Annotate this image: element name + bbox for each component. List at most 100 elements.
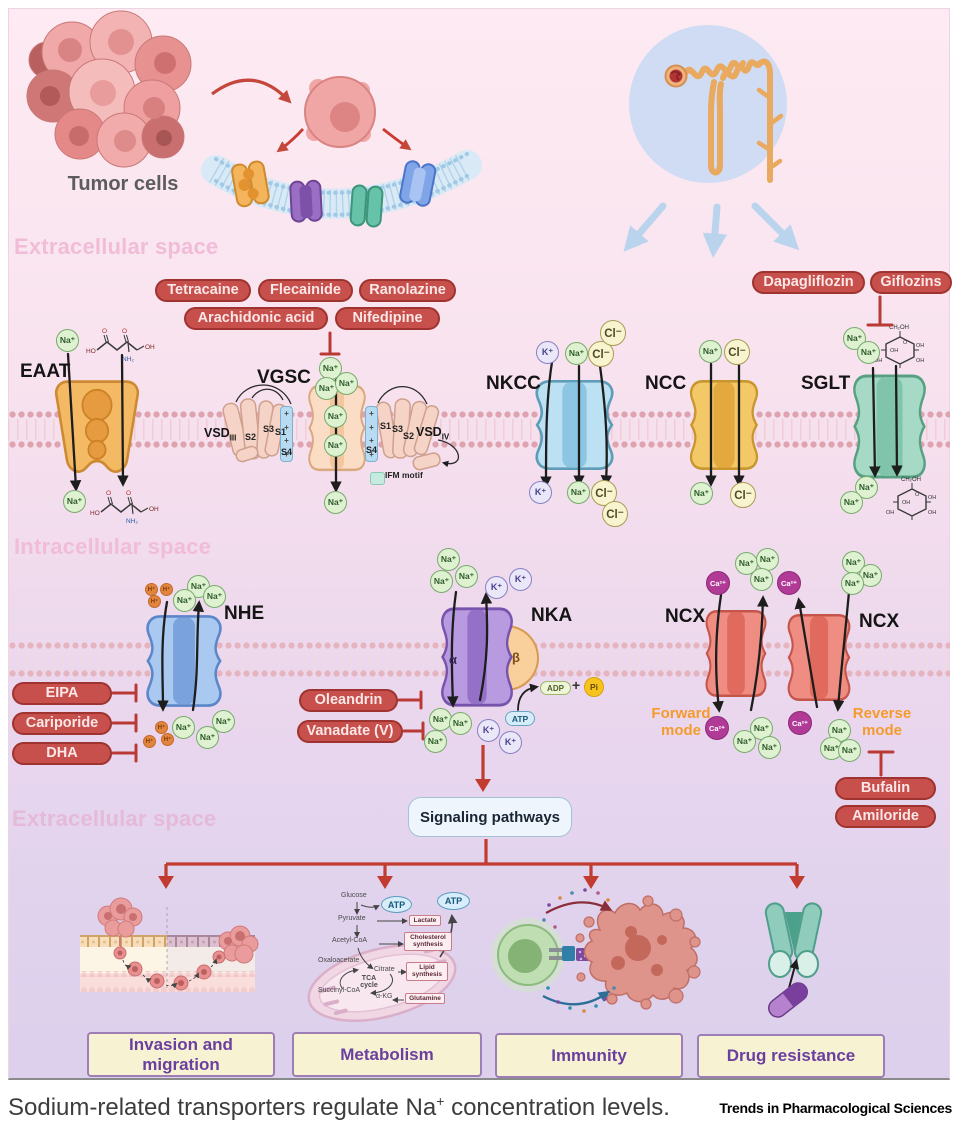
plasma-membrane-upper (8, 410, 950, 449)
k-ion: K⁺ (529, 481, 552, 504)
vgsc-channel-pore (308, 384, 366, 472)
na-ion: Na⁺ (690, 482, 713, 505)
k-ion: K⁺ (485, 576, 508, 599)
na-ion: Na⁺ (840, 491, 863, 514)
na-ion: Na⁺ (324, 405, 347, 428)
met-succinyl-coa: Succinyl-CoA (318, 987, 361, 994)
na-ion: Na⁺ (565, 342, 588, 365)
intracellular-space-heading: Intracellular space (14, 534, 212, 559)
drug-flecainide: Flecainide (258, 279, 353, 302)
ifm-motif-label: IFM motif (385, 470, 423, 480)
k-ion: K⁺ (536, 341, 559, 364)
h-ion: H⁺ (155, 721, 168, 734)
ncx-reverse-transporter (787, 613, 851, 702)
na-ion: Na⁺ (212, 710, 235, 733)
na-ion: Na⁺ (855, 476, 878, 499)
drug-dha: DHA (12, 742, 112, 765)
met-oxaloacetate: Oxaloacetate (318, 957, 360, 964)
na-ion: Na⁺ (437, 548, 460, 571)
s4-left-label: S4 (281, 447, 293, 457)
k-ion: K⁺ (477, 719, 500, 742)
s1-left-label: S1 (275, 427, 287, 437)
drug-nifedipine: Nifedipine (335, 307, 440, 330)
met-lipid-box: Lipid synthesis (406, 962, 448, 981)
signaling-pathways-box: Signaling pathways (408, 797, 572, 837)
na-ion: Na⁺ (750, 568, 773, 591)
s2-left-label: S2 (245, 432, 257, 442)
met-acetyl-coa: Acetyl-CoA (332, 937, 368, 944)
ifm-motif-square (370, 472, 385, 485)
pi-molecule: Pi (584, 677, 604, 697)
h-ion: H⁺ (161, 733, 174, 746)
nka-alpha-label: α (449, 652, 457, 667)
na-ion: Na⁺ (699, 340, 722, 363)
s3-left-label: S3 (263, 424, 275, 434)
ca-ion: Ca²⁺ (777, 571, 801, 595)
na-ion: Na⁺ (324, 434, 347, 457)
met-glucose: Glucose (341, 892, 367, 899)
met-citrate: Citrate (374, 966, 395, 973)
h-ion: H⁺ (143, 735, 156, 748)
na-ion: Na⁺ (324, 491, 347, 514)
drug-tetracaine: Tetracaine (155, 279, 251, 302)
na-ion: Na⁺ (173, 589, 196, 612)
met-cholesterol-box: Cholesterol synthesis (404, 932, 452, 951)
drug-arachidonic-acid: Arachidonic acid (184, 307, 328, 330)
k-ion: K⁺ (499, 731, 522, 754)
eaat-label: EAAT (20, 361, 71, 382)
atp-molecule: ATP (505, 711, 535, 726)
drug-bufalin: Bufalin (835, 777, 936, 800)
na-ion: Na⁺ (196, 726, 219, 749)
outcome-immunity: Immunity (495, 1033, 683, 1078)
vsd4-label: VSDIV (416, 425, 450, 442)
nka-label: NKA (531, 605, 573, 626)
na-ion: Na⁺ (857, 341, 880, 364)
na-ion: Na⁺ (449, 712, 472, 735)
h-ion: H⁺ (160, 583, 173, 596)
na-ion: Na⁺ (567, 481, 590, 504)
na-ion: Na⁺ (430, 570, 453, 593)
na-ion: Na⁺ (172, 716, 195, 739)
met-atp-oval-1: ATP (381, 896, 412, 913)
journal-name: Trends in Pharmacological Sciences (719, 1100, 952, 1116)
plus-sign: + (572, 677, 581, 693)
outcome-invasion-migration: Invasion and migration (87, 1032, 275, 1077)
sglt-transporter (852, 374, 927, 479)
na-ion: Na⁺ (203, 585, 226, 608)
drug-ranolazine: Ranolazine (359, 279, 456, 302)
extracellular-space-heading-top: Extracellular space (14, 234, 219, 259)
eaat-transporter (54, 380, 140, 473)
ca-ion: Ca²⁺ (705, 716, 729, 740)
na-ion: Na⁺ (758, 736, 781, 759)
k-ion: K⁺ (509, 568, 532, 591)
outcome-metabolism: Metabolism (292, 1032, 482, 1077)
na-ion: Na⁺ (841, 572, 864, 595)
tumor-cells-label: Tumor cells (67, 173, 179, 195)
s3-right-label: S3 (392, 424, 404, 434)
ncx-reverse-mode-label: Reverse mode (852, 705, 912, 739)
outcome-drug-resistance: Drug resistance (697, 1034, 885, 1078)
ncx-forward-mode-label: Forward mode (651, 705, 711, 739)
extracellular-space-heading-bottom: Extracellular space (12, 806, 217, 831)
met-lactate-box: Lactate (409, 915, 441, 927)
na-ion: Na⁺ (735, 552, 758, 575)
drug-vanadate: Vanadate (V) (297, 720, 403, 743)
drug-cariporide: Cariporide (12, 712, 112, 735)
met-atp-oval-2: ATP (437, 892, 470, 910)
na-ion: Na⁺ (335, 372, 358, 395)
ncx-forward-transporter (705, 609, 767, 698)
na-ion: Na⁺ (56, 329, 79, 352)
nka-beta-label: β (512, 650, 520, 665)
h-ion: H⁺ (145, 583, 158, 596)
nhe-transporter (146, 615, 222, 707)
s4-right-label: S4 (366, 445, 378, 455)
ncx-left-label: NCX (665, 606, 706, 627)
cl-ion: Cl⁻ (602, 501, 628, 527)
nkcc-transporter (535, 380, 614, 470)
vsd3-label: VSDIII (204, 426, 237, 443)
drug-amiloride: Amiloride (835, 805, 936, 828)
na-ion: Na⁺ (63, 490, 86, 513)
met-akg: α-KG (376, 993, 393, 1000)
na-ion: Na⁺ (838, 739, 861, 762)
